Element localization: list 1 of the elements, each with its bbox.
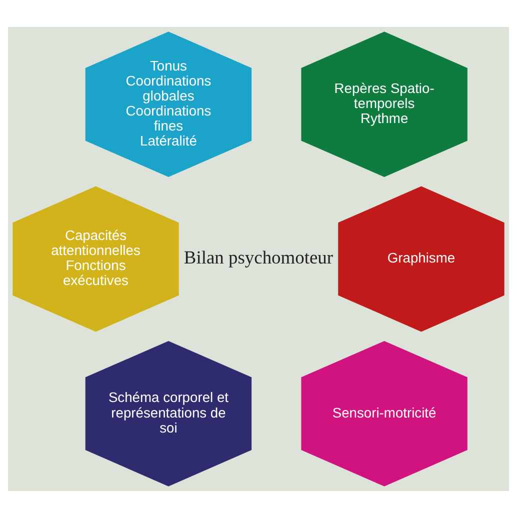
- label: Bilan psychomoteur: [184, 246, 334, 267]
